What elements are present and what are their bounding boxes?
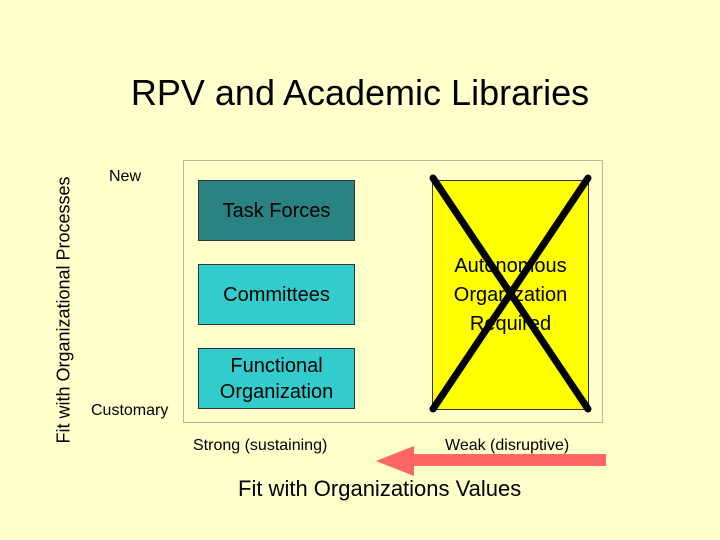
slide-title: RPV and Academic Libraries [130, 72, 590, 113]
autonomous-organization-label: Autonomous Organization Required [453, 254, 568, 335]
functional-organization-box: Functional Organization [198, 348, 355, 409]
committees-box: Committees [198, 264, 355, 325]
y-axis-title: Fit with Organizational Processes [53, 176, 74, 444]
y-axis-top-label: New [109, 168, 142, 185]
autonomous-organization-box: Autonomous Organization Required [432, 180, 589, 410]
functional-organization-label: Functional Organization [219, 354, 334, 403]
y-axis-bottom-label: Customary [91, 402, 169, 419]
task-forces-box: Task Forces [198, 180, 355, 241]
x-axis-title: Fit with Organizations Values [238, 476, 522, 501]
x-axis-left-label: Strong (sustaining) [193, 437, 328, 454]
task-forces-label: Task Forces [222, 199, 331, 222]
committees-label: Committees [223, 283, 330, 306]
x-axis-right-label: Weak (disruptive) [445, 437, 570, 454]
